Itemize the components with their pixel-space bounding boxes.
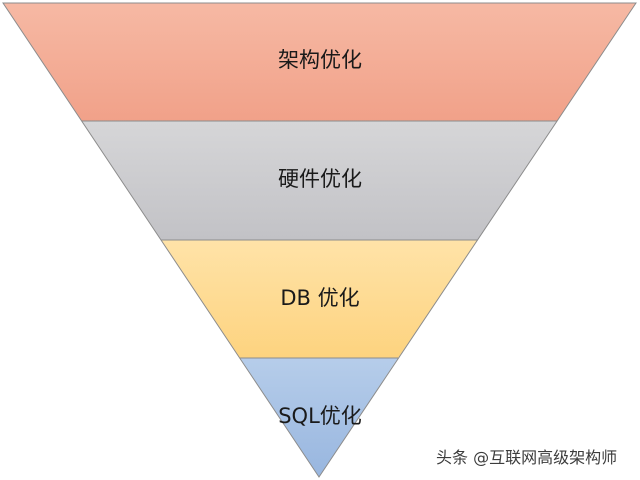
layer-label-hardware: 硬件优化 bbox=[278, 167, 362, 191]
layer-architecture-band bbox=[3, 3, 636, 121]
layer-db-band bbox=[161, 240, 478, 358]
layer-sql-band bbox=[240, 358, 398, 477]
layer-label-sql: SQL优化 bbox=[278, 404, 362, 428]
layer-label-db: DB 优化 bbox=[280, 286, 360, 310]
layer-hardware-band bbox=[82, 121, 557, 240]
layer-label-architecture: 架构优化 bbox=[278, 48, 362, 72]
watermark-text: 头条 @互联网高级架构师 bbox=[436, 448, 618, 467]
